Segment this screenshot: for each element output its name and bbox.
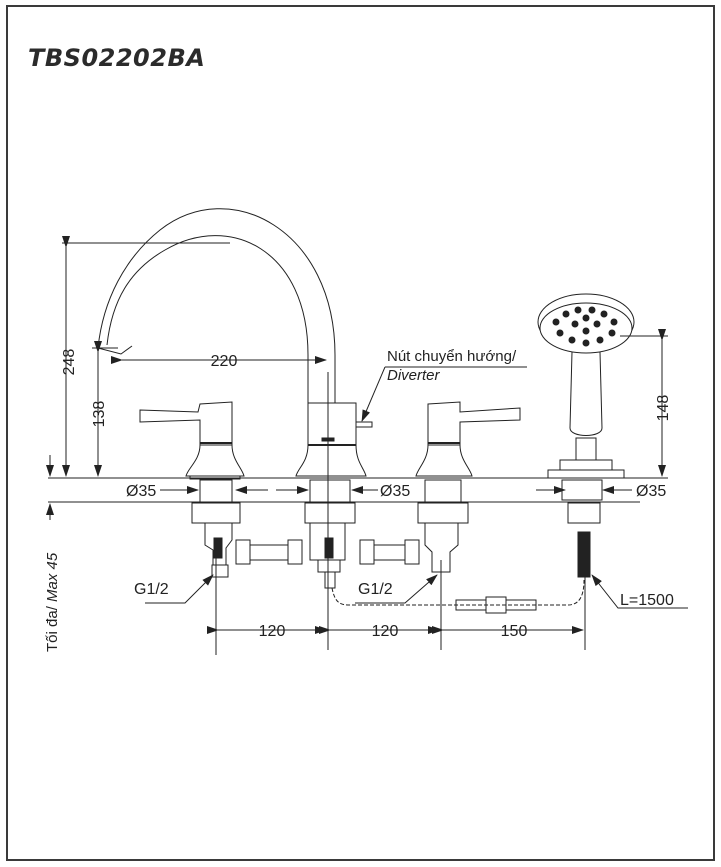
hose-length-label: L=1500: [620, 592, 674, 609]
diverter-label-en: Diverter: [387, 367, 441, 384]
dim-label-d35-left: Ø35: [126, 483, 156, 500]
hose-leader: [591, 574, 688, 609]
thread-label-left: G1/2: [134, 581, 169, 598]
thread-left-leader: [145, 574, 214, 604]
dim-label-d35-center: Ø35: [380, 483, 410, 500]
dim-label-d35-right: Ø35: [636, 483, 666, 500]
max-deck-label-en: Max 45: [44, 552, 61, 602]
under-deck-plumbing: [191, 479, 603, 614]
dim-label-120-center: 120: [372, 623, 399, 640]
right-handle: [415, 401, 521, 477]
dim-label-138: 138: [91, 401, 108, 428]
drawing-frame: [6, 5, 715, 861]
spout: [97, 208, 336, 403]
dim-label-148: 148: [655, 395, 672, 422]
handshower: [537, 293, 635, 479]
model-title: TBS02202BA: [28, 44, 206, 72]
thread-center-leader: [355, 574, 438, 604]
dim-label-248: 248: [61, 349, 78, 376]
dim-label-150: 150: [501, 623, 528, 640]
dim-label-220: 220: [211, 353, 238, 370]
dim-label-120-left: 120: [259, 623, 286, 640]
max-deck-label: Tối đa/ Max 45: [44, 552, 61, 652]
thread-label-center: G1/2: [358, 581, 393, 598]
left-handle: [139, 401, 245, 480]
diverter-label-vi: Nút chuyển hướng/: [387, 348, 517, 365]
max-deck-label-vi: Tối đa/: [44, 602, 61, 652]
diverter-leader: [361, 366, 386, 422]
center-body: [295, 402, 373, 477]
